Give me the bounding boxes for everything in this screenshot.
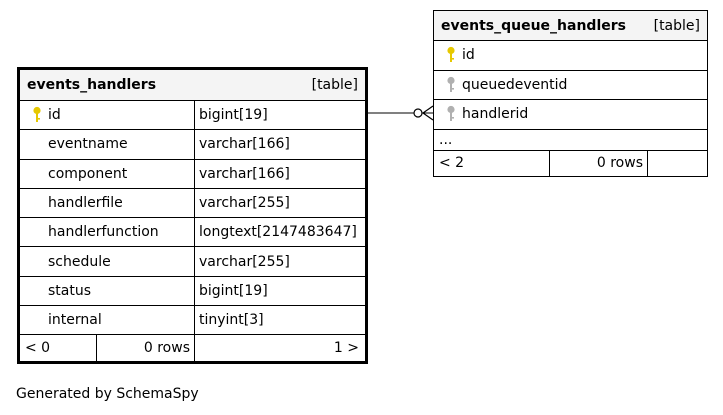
- column-type: bigint[19]: [199, 107, 268, 124]
- column-name-cell: eventname: [20, 130, 195, 159]
- foreign-key-icon: [440, 104, 462, 124]
- column-name-cell: handlerfunction: [20, 218, 195, 247]
- column-type: varchar[166]: [199, 136, 290, 153]
- table-footer: < 2 0 rows: [434, 150, 707, 176]
- column-row-handlerfunction[interactable]: handlerfunction longtext[2147483647]: [20, 218, 365, 248]
- table-kind: [table]: [311, 77, 358, 93]
- foreign-key-icon: [440, 75, 462, 95]
- column-name: handlerfile: [48, 195, 123, 212]
- column-type: longtext[2147483647]: [199, 224, 357, 241]
- parents-count[interactable]: < 0: [20, 335, 97, 362]
- column-name: handlerfunction: [48, 224, 159, 241]
- column-row-id[interactable]: id bigint[19]: [20, 101, 365, 131]
- parents-count[interactable]: < 2: [434, 150, 550, 176]
- column-type: tinyint[3]: [199, 312, 264, 329]
- column-row-handlerfile[interactable]: handlerfile varchar[255]: [20, 188, 365, 219]
- column-row-queuedeventid[interactable]: queuedeventid: [434, 71, 707, 100]
- column-name: schedule: [48, 253, 111, 270]
- table-events-queue-handlers[interactable]: events_queue_handlers [table] id queuedev…: [433, 10, 708, 177]
- column-row-id[interactable]: id: [434, 41, 707, 71]
- column-name-cell: handlerid: [434, 100, 707, 129]
- crowfoot-upper: [422, 105, 434, 114]
- column-type: varchar[166]: [199, 165, 290, 182]
- column-name-cell: schedule: [20, 247, 195, 276]
- primary-key-icon: [440, 45, 462, 65]
- column-list: id queuedeventid handlerid: [434, 41, 707, 130]
- column-name: eventname: [48, 136, 128, 153]
- children-count[interactable]: 1 >: [333, 340, 359, 357]
- column-name: component: [48, 165, 128, 182]
- column-row-internal[interactable]: internal tinyint[3]: [20, 306, 365, 336]
- column-name-cell: component: [20, 159, 195, 188]
- table-name[interactable]: events_queue_handlers: [441, 17, 626, 34]
- column-name: status: [48, 282, 92, 299]
- column-row-component[interactable]: component varchar[166]: [20, 159, 365, 189]
- column-name: id: [48, 107, 61, 124]
- column-name-cell: id: [20, 101, 195, 130]
- column-name: internal: [48, 312, 102, 329]
- primary-key-icon: [26, 105, 48, 125]
- table-header: events_queue_handlers [table]: [434, 11, 707, 41]
- table-name[interactable]: events_handlers: [27, 77, 157, 93]
- column-name-cell: queuedeventid: [434, 71, 707, 100]
- table-footer: < 0 0 rows 1 >: [20, 335, 365, 362]
- column-row-handlerid[interactable]: handlerid: [434, 100, 707, 130]
- children-count: [648, 151, 707, 176]
- row-count: 0 rows: [550, 150, 648, 176]
- column-name-cell: id: [434, 41, 707, 70]
- zero-cardinality-marker: [413, 108, 423, 118]
- more-columns-ellipsis: ...: [434, 130, 707, 151]
- column-name: handlerid: [462, 106, 529, 123]
- crowfoot-lower: [422, 112, 434, 121]
- column-type: bigint[19]: [199, 282, 268, 299]
- column-row-status[interactable]: status bigint[19]: [20, 276, 365, 307]
- column-row-eventname[interactable]: eventname varchar[166]: [20, 130, 365, 160]
- table-kind: [table]: [653, 17, 700, 34]
- generated-by-label: Generated by SchemaSpy: [16, 386, 199, 402]
- row-count: 0 rows: [97, 335, 195, 362]
- table-events-handlers[interactable]: events_handlers [table] id bigint[19] even…: [17, 67, 368, 365]
- column-type: varchar[255]: [199, 195, 290, 212]
- column-name-cell: handlerfile: [20, 188, 195, 218]
- column-name: id: [462, 47, 475, 64]
- column-name: queuedeventid: [462, 76, 568, 93]
- column-type: varchar[255]: [199, 253, 290, 270]
- column-name-cell: status: [20, 276, 195, 306]
- table-header: events_handlers [table]: [20, 70, 365, 101]
- column-name-cell: internal: [20, 306, 195, 335]
- column-row-schedule[interactable]: schedule varchar[255]: [20, 247, 365, 277]
